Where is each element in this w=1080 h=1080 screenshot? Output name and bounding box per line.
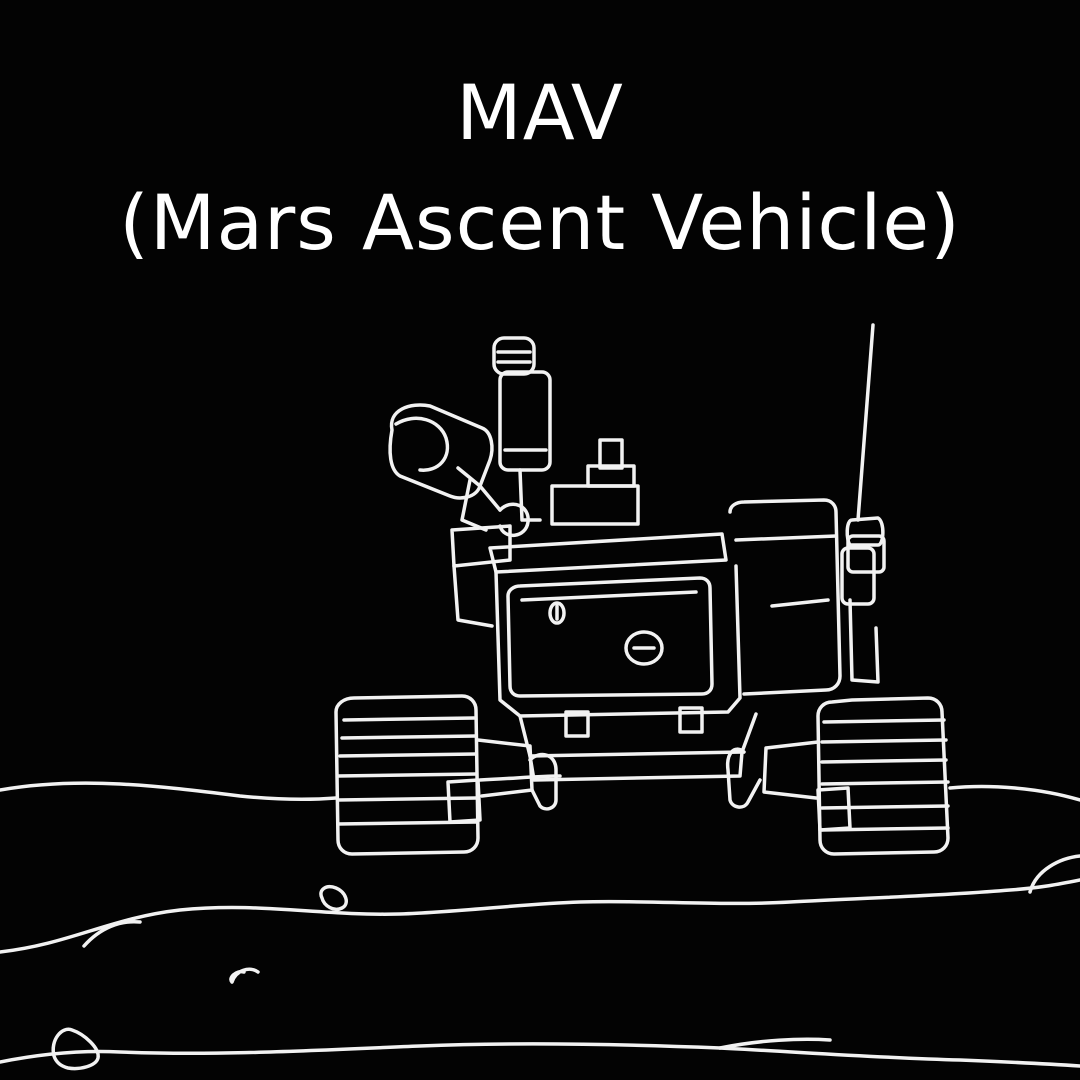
title-acronym: MAV	[456, 68, 624, 157]
rover-illustration	[0, 323, 1080, 1071]
rover-body-icon	[450, 498, 880, 782]
mast-camera-icon	[492, 336, 552, 522]
right-track-icon	[725, 696, 950, 856]
pebble-icon	[51, 885, 348, 1071]
ground-icon	[0, 774, 1080, 1068]
left-track-icon	[334, 694, 558, 856]
poster-title: MAV (Mars Ascent Vehicle)	[0, 58, 1080, 278]
top-module-icon	[550, 438, 640, 526]
antenna-icon	[845, 323, 886, 574]
side-camera-icon	[388, 403, 530, 537]
title-full-name: (Mars Ascent Vehicle)	[119, 178, 961, 267]
